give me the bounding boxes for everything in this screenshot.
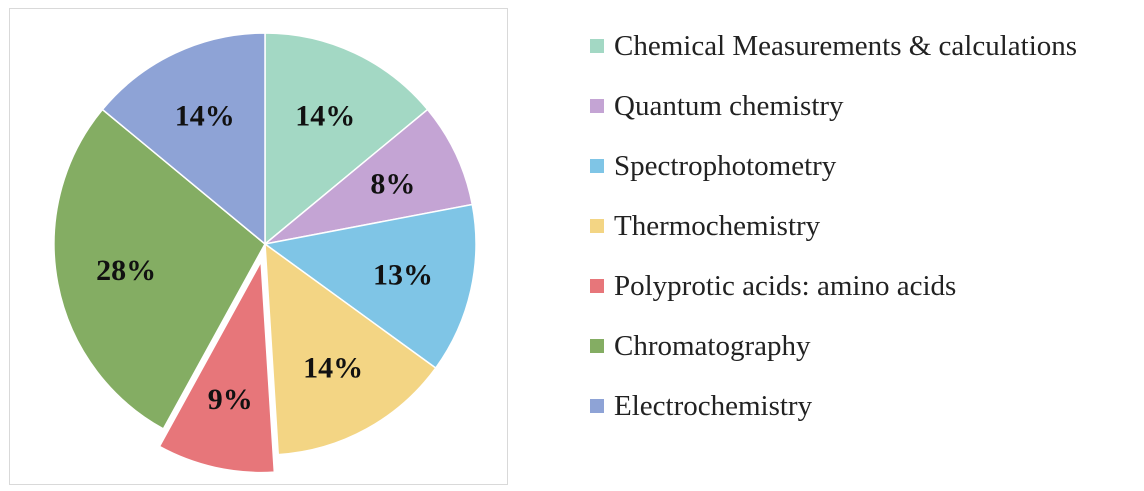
slice-label-6: 14%: [175, 100, 235, 133]
legend-item-2: Spectrophotometry: [590, 146, 836, 186]
legend-swatch-5: [590, 339, 604, 353]
pie-chart: 14% 8% 13% 14% 9% 28% 14%: [53, 32, 477, 474]
legend-swatch-1: [590, 99, 604, 113]
legend-swatch-3: [590, 219, 604, 233]
pie-slice-5: [53, 108, 266, 430]
legend-swatch-6: [590, 399, 604, 413]
pie-slice-1: [264, 108, 474, 245]
slice-label-2: 13%: [373, 258, 433, 291]
slice-label-3: 14%: [303, 351, 363, 384]
legend-item-3: Thermochemistry: [590, 206, 820, 246]
pie-slice-0: [264, 32, 429, 246]
pie-slice-2: [263, 203, 477, 370]
pie-slice-6: [101, 32, 266, 246]
legend-item-6: Electrochemistry: [590, 386, 812, 426]
legend-item-4: Polyprotic acids: amino acids: [590, 266, 956, 306]
pie-slice-3: [264, 242, 437, 456]
pie-chart-area: 14% 8% 13% 14% 9% 28% 14%: [9, 8, 508, 485]
legend-swatch-2: [590, 159, 604, 173]
legend-label-3: Thermochemistry: [614, 210, 821, 242]
legend-label-4: Polyprotic acids: amino acids: [614, 270, 957, 302]
legend-label-6: Electrochemistry: [614, 390, 813, 422]
legend-item-1: Quantum chemistry: [590, 86, 844, 126]
legend-swatch-4: [590, 279, 604, 293]
slice-label-5: 28%: [96, 254, 156, 287]
slice-label-4: 9%: [208, 383, 253, 416]
pie-slice-4: [158, 258, 276, 474]
legend-swatch-0: [590, 39, 604, 53]
slice-label-1: 8%: [370, 167, 415, 200]
legend-label-5: Chromatography: [614, 330, 811, 362]
legend-item-0: Chemical Measurements & calculations: [590, 26, 1077, 66]
legend-label-0: Chemical Measurements & calculations: [614, 30, 1078, 62]
legend-label-1: Quantum chemistry: [614, 90, 844, 122]
legend-item-5: Chromatography: [590, 326, 811, 366]
legend-label-2: Spectrophotometry: [614, 150, 837, 182]
slice-label-0: 14%: [295, 100, 355, 133]
